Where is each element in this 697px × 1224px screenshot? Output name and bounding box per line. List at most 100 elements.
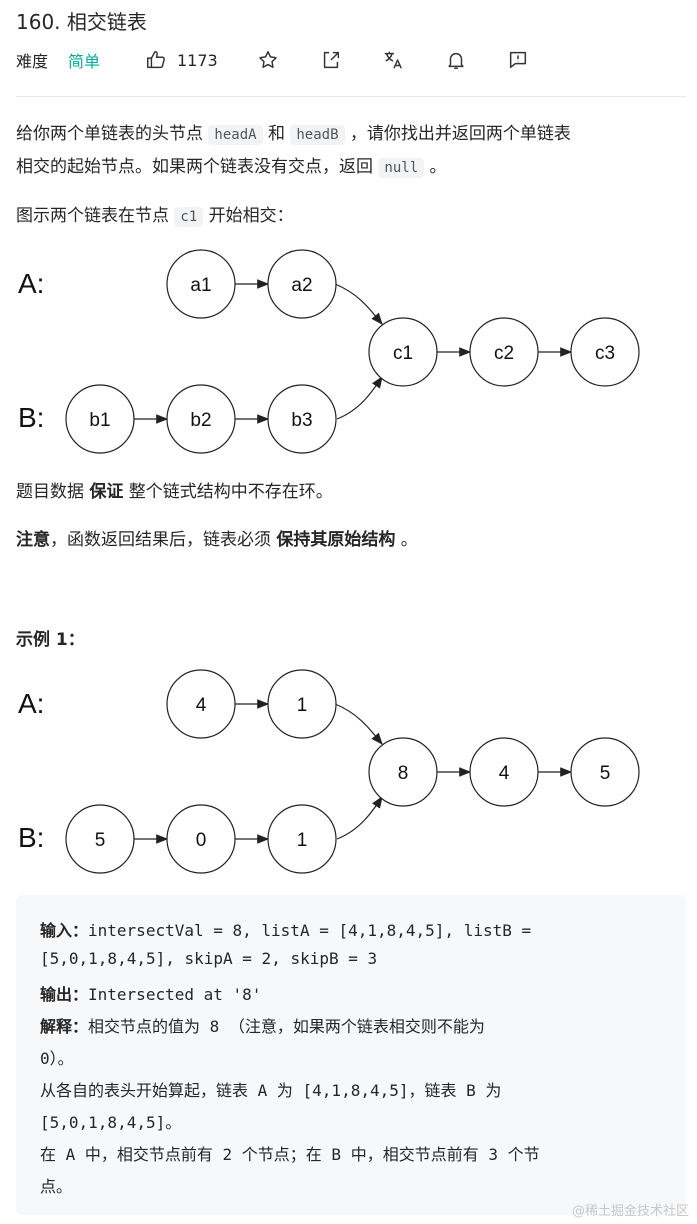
description-text: 给你两个单链表的头节点 <box>16 124 209 144</box>
node-label: 8 <box>398 763 409 784</box>
note-emphasis: 注意 <box>16 530 50 550</box>
watermark: @稀土掘金技术社区 <box>571 1204 689 1219</box>
feedback-icon <box>509 51 527 69</box>
list-node: 1 <box>267 804 337 874</box>
problem-title: 160. 相交链表 <box>16 10 147 34</box>
linked-list-diagram-2: A: B: 4 1 8 4 5 5 0 1 <box>18 669 640 874</box>
diagram-label-b: B: <box>18 822 44 853</box>
header-divider <box>16 96 686 97</box>
translate-icon <box>384 51 402 69</box>
share-icon <box>323 51 340 69</box>
edge <box>336 376 383 420</box>
list-node: 4 <box>166 669 236 739</box>
list-node: 0 <box>166 804 236 874</box>
description-text: 开始相交： <box>203 206 294 226</box>
code-null: null <box>378 158 425 178</box>
list-node: c1 <box>368 317 438 387</box>
example-explain-line-5: 在 A 中，相交节点前有 2 个节点；在 B 中，相交节点前有 3 个节 <box>40 1145 540 1164</box>
list-node: c2 <box>469 317 539 387</box>
description-text: 图示两个链表在节点 <box>16 206 175 226</box>
list-node: 4 <box>469 737 539 807</box>
diagram-label-a: A: <box>18 688 44 719</box>
list-node: b2 <box>166 384 236 454</box>
output-label: 输出： <box>40 985 89 1004</box>
description-paragraph-2: 图示两个链表在节点 c1 开始相交： <box>16 200 686 233</box>
node-label: a2 <box>291 275 312 296</box>
node-label: 0 <box>196 830 207 851</box>
note-text: ，函数返回结果后，链表必须 <box>50 530 277 550</box>
example-explain-line-3: 从各自的表头开始算起，链表 A 为 [4,1,8,4,5]，链表 B 为 <box>40 1081 502 1100</box>
favorite-button[interactable] <box>257 46 279 74</box>
explain-label: 解释： <box>40 1017 89 1036</box>
node-label: b2 <box>190 410 211 431</box>
list-node: c3 <box>570 317 640 387</box>
node-label: 5 <box>600 763 611 784</box>
node-label: a1 <box>190 275 211 296</box>
note-keep-structure: 注意，函数返回结果后，链表必须 保持其原始结构 。 <box>16 524 686 556</box>
node-label: c3 <box>595 343 615 364</box>
list-node: a2 <box>267 249 337 319</box>
input-value: intersectVal = 8, listA = [4,1,8,4,5], l… <box>88 921 532 940</box>
description-text: 相交的起始节点。如果两个链表没有交点，返回 <box>16 157 379 177</box>
list-node: b1 <box>65 384 135 454</box>
like-count: 1173 <box>177 50 218 70</box>
diagram-label-b: B: <box>18 402 44 433</box>
example-code-block: 输入：intersectVal = 8, listA = [4,1,8,4,5]… <box>16 895 686 1215</box>
example-output-line: 输出：Intersected at '8' <box>40 981 261 1005</box>
edge <box>336 796 383 840</box>
node-label: c1 <box>393 343 413 364</box>
problem-meta-bar: 难度 简单 1173 <box>16 46 686 74</box>
note-no-cycle: 题目数据 保证 整个链式结构中不存在环。 <box>16 476 686 508</box>
share-button[interactable] <box>320 46 342 74</box>
node-label: 4 <box>499 763 510 784</box>
feedback-button[interactable] <box>507 46 529 74</box>
like-button[interactable]: 1173 <box>145 46 218 74</box>
translate-button[interactable] <box>382 46 404 74</box>
description-text: ，请你找出并返回两个单链表 <box>344 124 571 144</box>
list-node: 5 <box>65 804 135 874</box>
example-heading: 示例 1： <box>16 630 85 650</box>
description-text: 和 <box>262 124 291 144</box>
star-icon <box>259 51 277 68</box>
explain-text: 相交节点的值为 8 （注意，如果两个链表相交则不能为 <box>88 1017 485 1036</box>
notification-button[interactable] <box>445 46 467 74</box>
node-label: 4 <box>196 695 207 716</box>
edge <box>334 283 383 325</box>
list-node: 1 <box>267 669 337 739</box>
list-node: a1 <box>166 249 236 319</box>
example-input-line-1: 输入：intersectVal = 8, listA = [4,1,8,4,5]… <box>40 917 531 941</box>
node-label: b1 <box>89 410 110 431</box>
output-value: Intersected at '8' <box>88 985 262 1004</box>
code-c1: c1 <box>174 207 204 227</box>
node-label: c2 <box>494 343 514 364</box>
diagram-label-a: A: <box>18 268 44 299</box>
linked-list-diagram-1: A: B: a1 a2 c1 c2 c3 b1 b2 b3 <box>18 249 640 454</box>
example-explain-line-2: 0）。 <box>40 1049 74 1068</box>
edge <box>334 703 383 745</box>
example-explain-line-4: [5,0,1,8,4,5]。 <box>40 1113 182 1132</box>
code-headB: headB <box>290 125 345 145</box>
list-node: 5 <box>570 737 640 807</box>
description-paragraph-1: 给你两个单链表的头节点 headA 和 headB ，请你找出并返回两个单链表 … <box>16 118 686 184</box>
note-text: 题目数据 <box>16 482 90 502</box>
note-emphasis: 保证 <box>89 482 124 502</box>
difficulty-label: 难度 <box>16 52 49 71</box>
example-input-line-2: [5,0,1,8,4,5], skipA = 2, skipB = 3 <box>40 949 378 968</box>
list-node: b3 <box>267 384 337 454</box>
code-headA: headA <box>208 125 263 145</box>
difficulty-value: 简单 <box>68 52 101 71</box>
thumbs-up-icon <box>147 51 165 69</box>
note-text: 整个链式结构中不存在环。 <box>123 482 333 502</box>
example-explain-line-6: 点。 <box>40 1177 73 1196</box>
node-label: 5 <box>95 830 106 851</box>
node-label: 1 <box>297 695 308 716</box>
example-explain-line-1: 解释：相交节点的值为 8 （注意，如果两个链表相交则不能为 <box>40 1013 485 1037</box>
note-text: 。 <box>395 530 418 550</box>
bell-icon <box>448 52 464 69</box>
description-text: 。 <box>424 157 447 177</box>
list-node: 8 <box>368 737 438 807</box>
note-emphasis: 保持其原始结构 <box>276 530 396 550</box>
input-label: 输入： <box>40 921 89 940</box>
node-label: b3 <box>291 410 312 431</box>
node-label: 1 <box>297 830 308 851</box>
